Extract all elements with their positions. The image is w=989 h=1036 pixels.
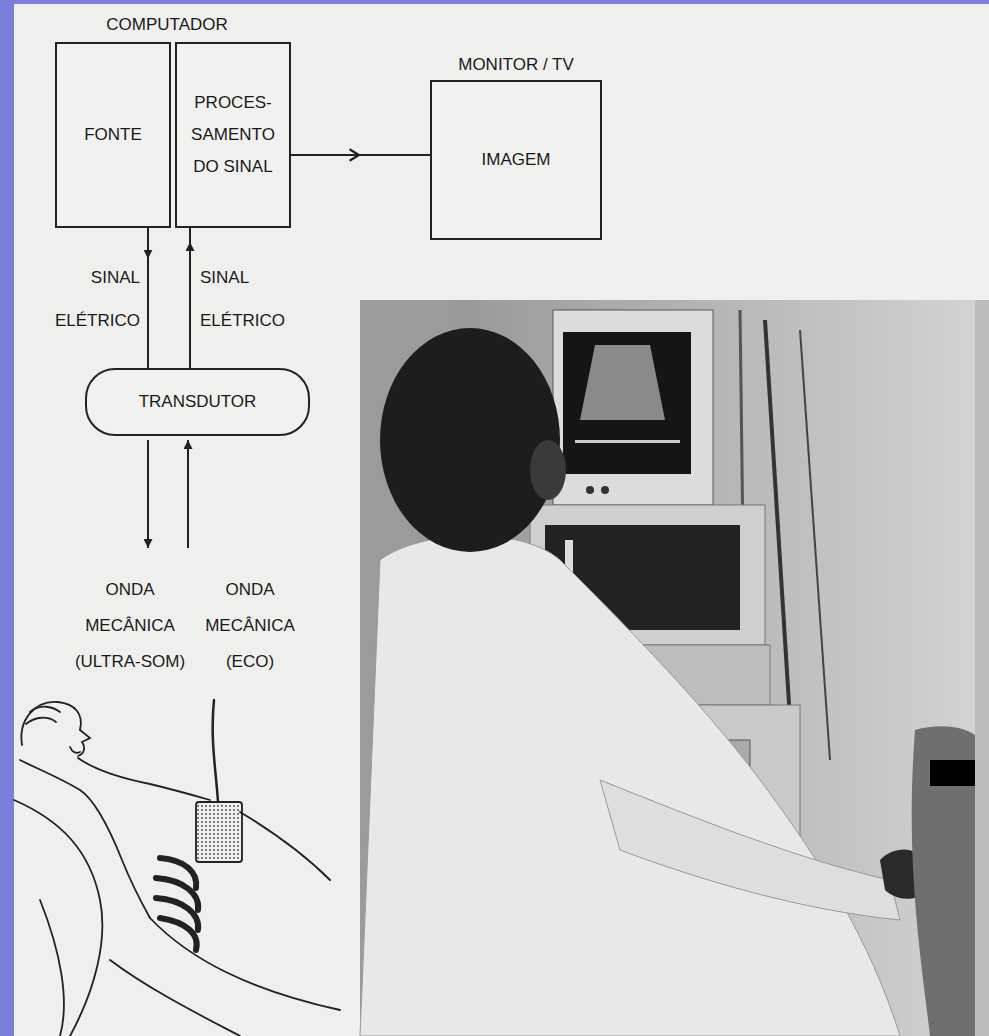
echo-arrow: [187, 440, 189, 548]
doctor-coat: [360, 536, 900, 1036]
probe-cable: [213, 700, 218, 802]
wave-label: ONDA MECÂNICA (ULTRA-SOM): [65, 572, 195, 680]
patient-chest: [78, 758, 210, 800]
page-ground: [14, 4, 989, 1036]
doctor-ear: [530, 440, 566, 500]
monitor-case: [553, 310, 713, 505]
monitor-knob: [601, 486, 609, 494]
ultrasound-image: [580, 345, 665, 420]
signal-label: SINAL ELÉTRICO: [200, 256, 310, 342]
box-content: PROCES- SAMENTO DO SINAL: [187, 87, 279, 183]
photo: [360, 300, 989, 1036]
ultrasound-arrow: [147, 440, 149, 548]
signal-arrow: [189, 228, 191, 368]
signal-arrow: [291, 154, 430, 156]
wave-label: ONDA MECÂNICA (ECO): [200, 572, 300, 680]
pillow-line: [14, 800, 102, 1036]
doctor-head: [380, 328, 560, 552]
cable: [800, 330, 830, 760]
box-content: IMAGEM: [482, 150, 551, 170]
signal-arrow: [147, 228, 149, 368]
box-content: TRANSDUTOR: [139, 392, 257, 412]
box-label: PROCES- SAMENTO DO SINAL: [187, 87, 279, 183]
transducer-box: TRANSDUTOR: [85, 368, 310, 436]
box-label: IMAGEM: [482, 150, 551, 170]
screen-line: [575, 440, 680, 443]
ribs: [156, 858, 198, 950]
monitor-screen: [563, 332, 691, 474]
photo-edge: [975, 300, 989, 1036]
patient-drawing: [14, 700, 340, 1036]
probe: [196, 802, 242, 862]
box-content: FONTE: [84, 125, 142, 145]
doctor-arm: [600, 780, 900, 920]
box-label: FONTE: [84, 125, 142, 145]
sheet-fold: [110, 960, 240, 1036]
box-heading: MONITOR / TV: [422, 55, 610, 75]
wave-arrows: [148, 440, 188, 548]
photo-ground: [360, 300, 989, 1036]
patient-head: [21, 702, 81, 745]
signal-label: SINAL ELÉTRICO: [30, 256, 140, 342]
patient-eye: [70, 747, 80, 753]
monitor-box: IMAGEMMONITOR / TV: [430, 80, 602, 240]
sheet-line: [240, 812, 330, 880]
box-label: TRANSDUTOR: [139, 392, 257, 412]
group-title: COMPUTADOR: [57, 14, 277, 36]
monitor-knob: [586, 486, 594, 494]
source-box: FONTE: [55, 42, 171, 228]
rib: [160, 918, 197, 950]
patient-hair: [26, 707, 60, 724]
sheet-line: [150, 918, 340, 1010]
processing-box: PROCES- SAMENTO DO SINAL: [175, 42, 291, 228]
sheet-fold: [40, 900, 64, 1036]
patient-arm: [20, 760, 150, 918]
